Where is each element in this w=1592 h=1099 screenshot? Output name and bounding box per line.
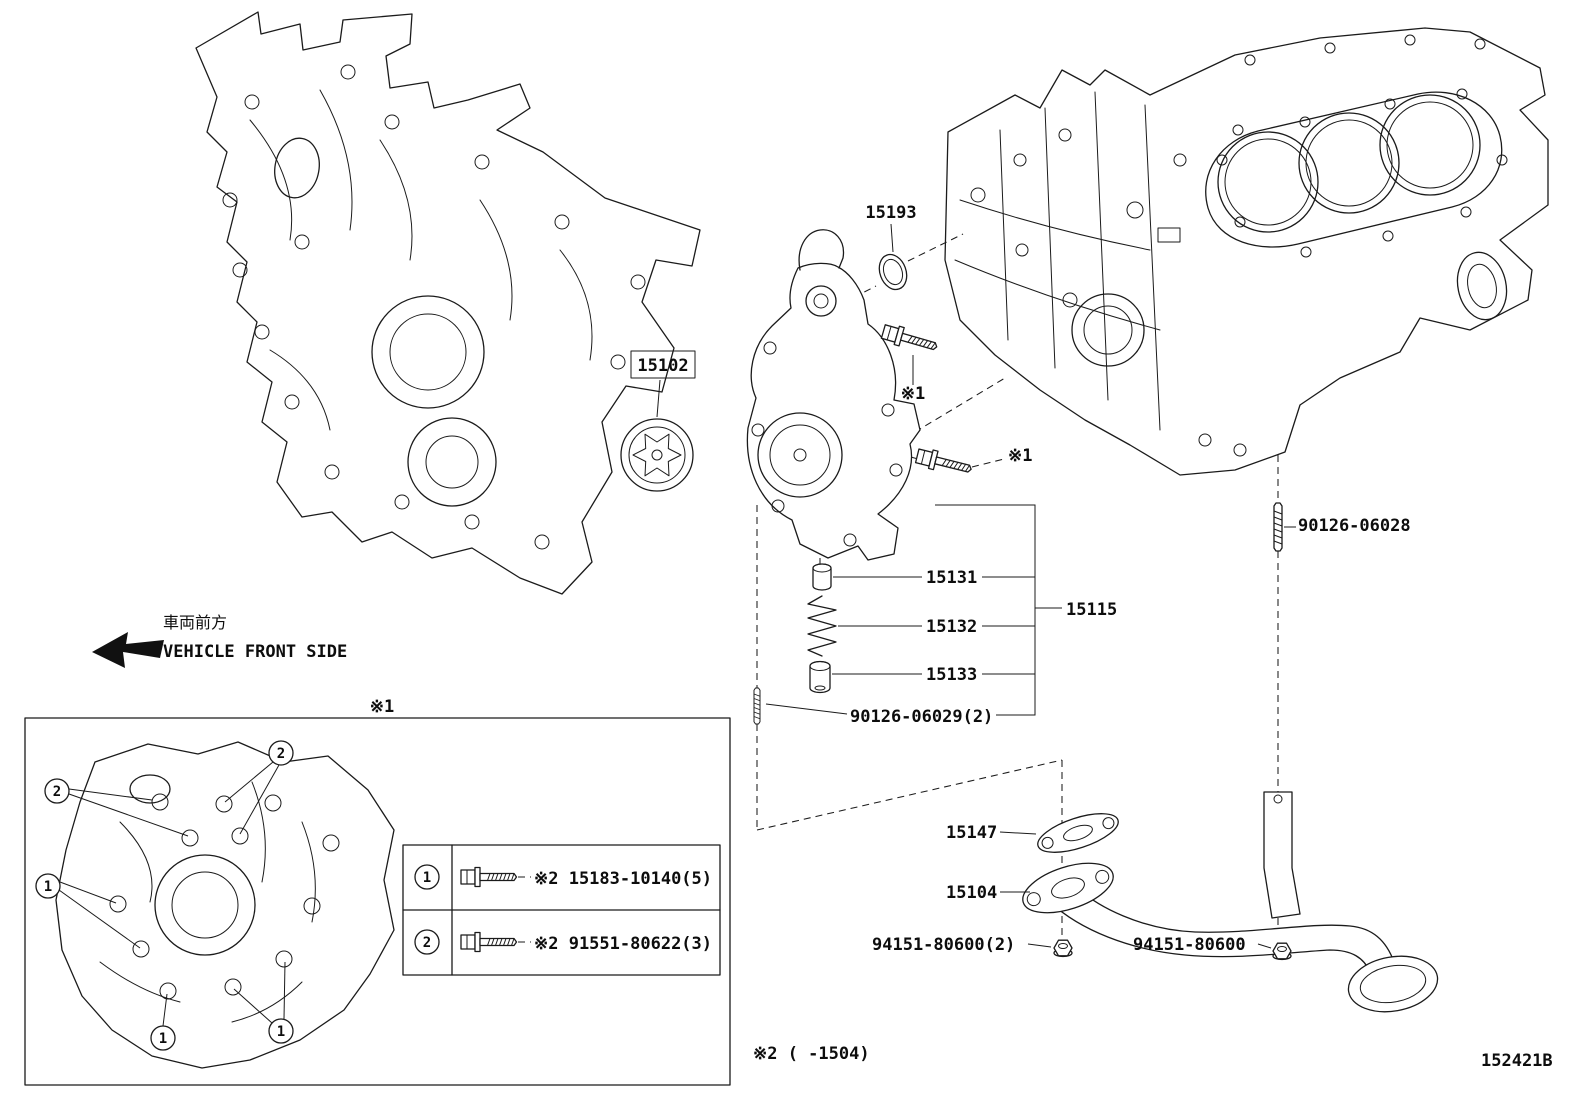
- nut-icon: [1272, 942, 1292, 961]
- oil-pump-drawing: [746, 229, 921, 561]
- bolt-icon: [460, 866, 518, 888]
- vehicle-front-en: VEHICLE FRONT SIDE: [163, 642, 347, 662]
- vehicle-front-jp: 車両前方: [163, 613, 227, 632]
- part-label-pump-rotor: 15102: [637, 356, 688, 376]
- part-label-relief-valve: 15133: [926, 665, 977, 685]
- bolt-icon: [460, 931, 518, 953]
- stud-icon: [1273, 502, 1283, 552]
- bolt-icon: [914, 445, 975, 480]
- stud-icon: [753, 687, 761, 725]
- part-label-relief-plug: 15131: [926, 568, 977, 588]
- part-label-strainer-gasket: 15147: [946, 823, 997, 843]
- part-label-nut-single: 94151-80600: [1133, 935, 1246, 955]
- callout-1: 1: [159, 1031, 167, 1047]
- legend-row-1-label: ※2 15183-10140(5): [534, 869, 712, 889]
- bolt-ref-b: ※1: [914, 445, 1032, 480]
- legend-row-2-num: 2: [423, 935, 431, 951]
- inset-title: ※1: [370, 697, 394, 717]
- pump-rotor-drawing: 15102: [620, 350, 696, 492]
- strainer-flange: [1022, 862, 1114, 914]
- vehicle-front-indicator: 車両前方 VEHICLE FRONT SIDE: [92, 613, 347, 668]
- bolt-ref-a-label: ※1: [901, 384, 925, 404]
- callout-2: 2: [53, 784, 61, 800]
- inset-detail-box: ※1 2 2 1 1 1 1 ※2 1518: [24, 697, 731, 1086]
- part-label-nut-pair: 94151-80600(2): [872, 935, 1015, 955]
- strainer-gasket: [1037, 813, 1119, 853]
- timing-cover-drawing: [195, 11, 701, 595]
- pump-stud-drawing: 90126-06029(2): [753, 687, 993, 727]
- part-label-relief-spring: 15132: [926, 617, 977, 637]
- part-label-block-stud: 90126-06028: [1298, 516, 1411, 536]
- callout-1: 1: [44, 879, 52, 895]
- front-direction-arrow-icon: [92, 632, 164, 668]
- part-label-pump-assembly: 15115: [1066, 600, 1117, 620]
- oil-seal-drawing: 15193: [865, 203, 917, 291]
- inset-border: [24, 717, 731, 1086]
- nut-icon: [1053, 939, 1073, 958]
- part-label-pump-stud: 90126-06029(2): [850, 707, 993, 727]
- applicability-footnote: ※2 ( -1504): [753, 1044, 870, 1064]
- callout-1: 1: [277, 1024, 285, 1040]
- bolt-ref-b-label: ※1: [1008, 446, 1032, 466]
- block-stud-drawing: 90126-06028: [1273, 502, 1411, 552]
- legend-row-2-label: ※2 91551-80622(3): [534, 934, 712, 954]
- oil-strainer-drawing: 15147 15104 94151-80600(2) 94151-80600: [872, 791, 1439, 1013]
- callout-2: 2: [277, 746, 285, 762]
- highlight-box-15102: [630, 350, 696, 379]
- legend-table: 1 ※2 15183-10140(5) 2 ※2 91551-80622(3): [402, 844, 721, 976]
- part-label-oil-seal: 15193: [865, 203, 916, 223]
- bolt-ref-a: ※1: [880, 321, 940, 404]
- part-label-oil-strainer: 15104: [946, 883, 997, 903]
- legend-row-1-num: 1: [423, 870, 431, 886]
- relief-valve-parts: 15131 15132 15133 15115: [807, 504, 1117, 716]
- drawing-code: 152421B: [1481, 1051, 1553, 1071]
- cylinder-block-drawing: [944, 27, 1549, 476]
